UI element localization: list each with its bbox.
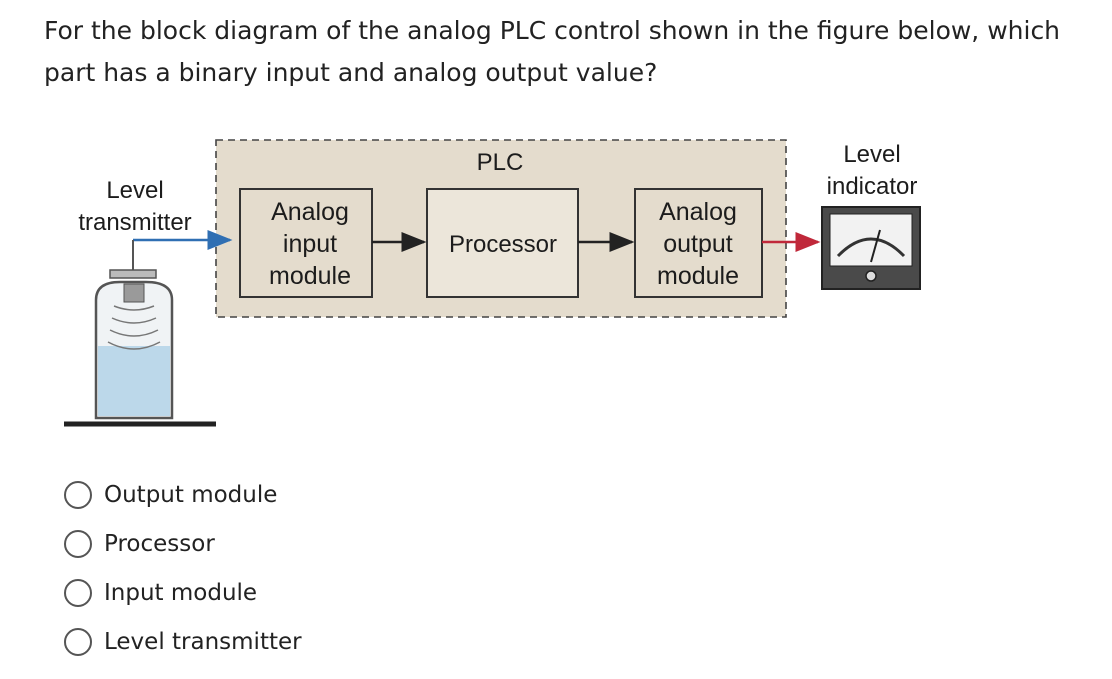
analog-input-module-line2: input xyxy=(283,230,337,258)
option-processor[interactable]: Processor xyxy=(64,519,302,568)
radio-button[interactable] xyxy=(64,578,92,607)
option-label: Level transmitter xyxy=(104,628,302,655)
level-transmitter-label-line1: Level xyxy=(106,177,163,204)
answer-options: Output module Processor Input module Lev… xyxy=(64,470,302,666)
option-output-module[interactable]: Output module xyxy=(64,470,302,519)
processor-box xyxy=(426,188,579,298)
analog-input-module-box xyxy=(239,188,373,298)
level-transmitter-label-line2: transmitter xyxy=(78,209,191,236)
option-input-module[interactable]: Input module xyxy=(64,568,302,617)
analog-input-module-line1: Analog xyxy=(271,198,349,226)
analog-input-module-line3: module xyxy=(269,262,351,290)
option-label: Processor xyxy=(104,530,215,557)
level-transmitter-tank-icon xyxy=(64,230,233,427)
option-level-transmitter[interactable]: Level transmitter xyxy=(64,617,302,666)
analog-output-module-box xyxy=(634,188,763,298)
option-label: Output module xyxy=(104,481,278,508)
radio-button[interactable] xyxy=(64,627,92,656)
radio-button[interactable] xyxy=(64,480,92,509)
processor-label: Processor xyxy=(449,231,557,258)
radio-button[interactable] xyxy=(64,529,92,558)
analog-output-module-line1: Analog xyxy=(659,198,737,226)
level-indicator-meter-icon xyxy=(821,206,921,290)
level-indicator-label-line2: indicator xyxy=(827,173,918,200)
analog-output-module-line2: output xyxy=(663,230,733,258)
plc-label: PLC xyxy=(477,149,524,176)
question-text: For the block diagram of the analog PLC … xyxy=(44,16,1061,87)
analog-output-module-line3: module xyxy=(657,262,739,290)
level-indicator-label-line1: Level xyxy=(843,141,900,168)
option-label: Input module xyxy=(104,579,258,606)
